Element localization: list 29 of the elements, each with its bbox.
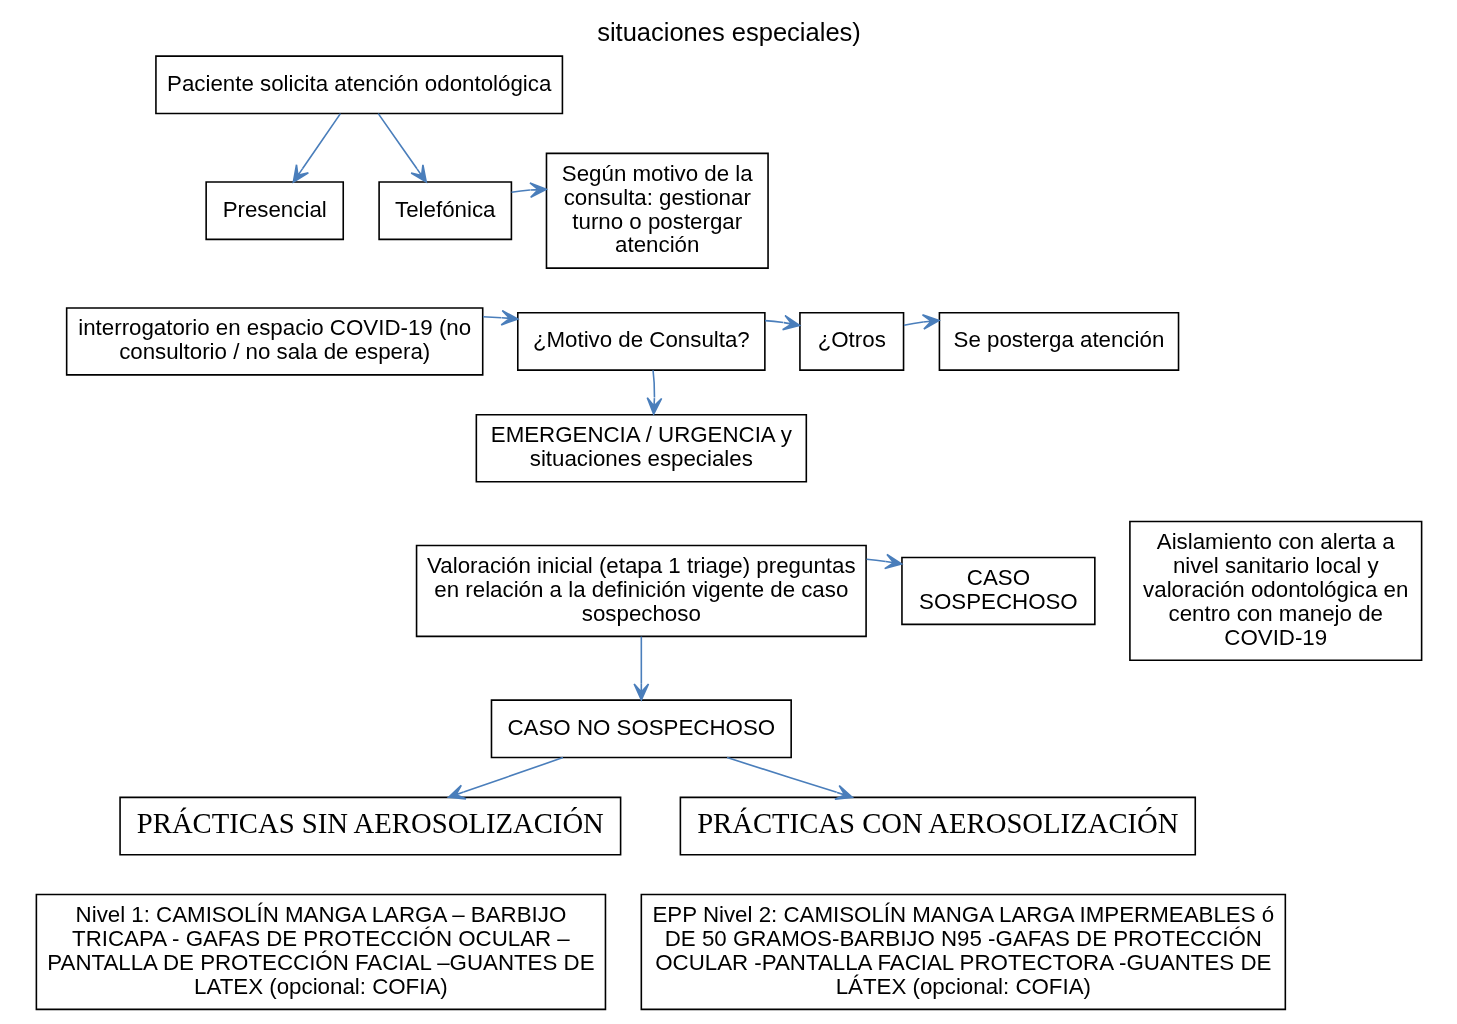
node-box: EPP Nivel 2: CAMISOLÍN MANGA LARGA IMPERMEABLES ó DE 50 GRAMOS-BARBIJO N95 -GAFAS DE PROTECCIÓN OCULAR -PANTALLA FACIAL PROTECTORA -GUANTES DE LÁTEX (opcional: COFIA) (640, 893, 1286, 1011)
arrow (292, 112, 341, 183)
node-box: Se posterga atención (938, 311, 1179, 371)
arrow (645, 369, 662, 415)
node-box: Telefónica (377, 181, 512, 241)
arrow (447, 756, 564, 800)
diagram-title: situaciones especiales) (596, 18, 861, 47)
node-box: Nivel 1: CAMISOLÍN MANGA LARGA – BARBIJO TRICAPA - GAFAS DE PROTECCIÓN OCULAR – PANTALLA DE PROTECCIÓN FACIAL –GUANTES DE LATEX (opcional: COFIA) (35, 893, 606, 1011)
arrow (902, 314, 940, 330)
node-box: interrogatorio en espacio COVID-19 (no consultorio / no sala de espera) (65, 307, 483, 376)
arrow (376, 112, 427, 183)
node-box: Valoración inicial (etapa 1 triage) preguntas en relación a la definición vigente de caso sospechoso (415, 544, 867, 638)
arrow (481, 309, 518, 326)
arrow (725, 756, 853, 801)
node-box: Paciente solicita atención odontológica (154, 55, 563, 115)
node-box: CASO NO SOSPECHOSO (490, 699, 792, 759)
arrow (510, 182, 547, 198)
node-box: ¿Otros (798, 311, 904, 371)
node-box: PRÁCTICAS CON AEROSOLIZACIÓN (679, 796, 1196, 856)
node-box: CASO SOSPECHOSO (900, 556, 1096, 626)
arrow (632, 635, 649, 701)
node-box: Según motivo de la consulta: gestionar turno o postergar atención (545, 152, 769, 269)
arrow (865, 553, 902, 570)
node-box: Aislamiento con alerta a nivel sanitario local y valoración odontológica en centro con manejo de COVID-19 (1128, 520, 1422, 662)
node-box: Presencial (204, 181, 344, 241)
node-box: EMERGENCIA / URGENCIA y situaciones especiales (475, 413, 807, 483)
node-box: ¿Motivo de Consulta? (516, 311, 766, 371)
node-box: PRÁCTICAS SIN AEROSOLIZACIÓN (118, 796, 621, 856)
arrow (763, 314, 800, 331)
